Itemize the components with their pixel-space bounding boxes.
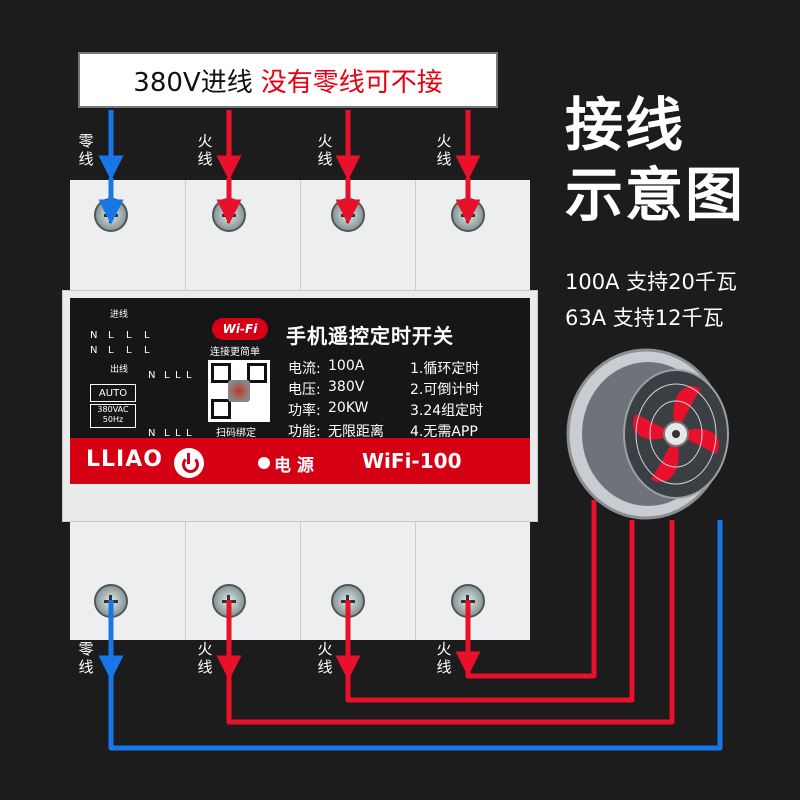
pole-out-l1: L — [108, 345, 114, 356]
title-line-2: 示意图 — [565, 161, 746, 229]
param-current-key: 电流: — [288, 361, 321, 377]
wifi-hint: 连接更简单 — [210, 347, 260, 358]
brand-logo: LLIAO — [86, 447, 163, 472]
param-current-value: 100A — [328, 358, 365, 374]
wire-label-bottom-neutral: 零线 — [78, 640, 94, 676]
spec-63a: 63A 支持12千瓦 — [565, 306, 724, 330]
panel-brand-strip — [70, 438, 530, 484]
wire-label-top-live-1: 火线 — [197, 132, 213, 168]
wire-label-top-live-3: 火线 — [436, 132, 452, 168]
terminal-screw-top-n — [94, 198, 128, 232]
wire-label-bottom-live-3: 火线 — [436, 640, 452, 676]
terminal-screw-bottom-l1 — [212, 584, 246, 618]
terminal-screw-bottom-l3 — [451, 584, 485, 618]
param-voltage-key: 电压: — [288, 382, 321, 398]
param-function-value: 无限距离 — [328, 424, 384, 440]
power-indicator-icon — [258, 457, 270, 469]
pole-out-n: N — [90, 345, 98, 356]
breaker-top-terminals — [70, 180, 530, 300]
spec-100a: 100A 支持20千瓦 — [565, 270, 737, 294]
incoming-line-label: 380V进线 没有零线可不接 — [78, 52, 498, 108]
title-line-1: 接线 — [565, 91, 686, 159]
qr-code — [208, 360, 270, 422]
switch-top-n: N — [148, 370, 156, 381]
panel-info-area — [70, 298, 530, 438]
switch-bottom-n: N — [148, 428, 156, 439]
feature-3: 3.24组定时 — [410, 403, 484, 419]
switch-top-l1: L — [164, 370, 170, 381]
switch-bottom-l1: L — [164, 428, 170, 439]
breaker-bottom-terminals — [70, 520, 530, 640]
exhaust-fan-icon — [566, 348, 729, 520]
switch-bottom-l3: L — [186, 428, 192, 439]
in-line-label: 进线 — [110, 310, 129, 320]
wire-label-bottom-live-2: 火线 — [317, 640, 333, 676]
pole-out-l3: L — [144, 345, 150, 356]
wifi-badge: Wi-Fi — [212, 318, 268, 340]
auto-mode-box: AUTO — [90, 384, 136, 402]
terminal-screw-bottom-n — [94, 584, 128, 618]
terminal-screw-bottom-l2 — [331, 584, 365, 618]
model-number: WiFi-100 — [362, 449, 462, 473]
scan-hint: 扫码绑定 — [216, 428, 256, 439]
incoming-voltage-text: 380V进线 — [133, 67, 253, 98]
pole-in-n: N — [90, 330, 98, 341]
feature-1: 1.循环定时 — [410, 361, 480, 377]
rated-voltage-box: 380VAC 50Hz — [90, 404, 136, 428]
wire-label-top-live-2: 火线 — [317, 132, 333, 168]
param-power-value: 20KW — [328, 400, 369, 416]
wire-label-bottom-live-1: 火线 — [197, 640, 213, 676]
terminal-screw-top-l3 — [451, 198, 485, 232]
switch-bottom-l2: L — [175, 428, 181, 439]
switch-top-l2: L — [175, 370, 181, 381]
out-line-label: 出线 — [110, 365, 129, 375]
param-voltage-value: 380V — [328, 379, 365, 395]
pole-in-l2: L — [126, 330, 132, 341]
product-title: 手机遥控定时开关 — [286, 324, 454, 348]
pole-out-l2: L — [126, 345, 132, 356]
pole-in-l3: L — [144, 330, 150, 341]
power-icon — [174, 448, 204, 478]
param-power-key: 功率: — [288, 403, 321, 419]
power-label: 电 源 — [274, 456, 314, 476]
wire-label-top-neutral: 零线 — [78, 132, 94, 168]
feature-4: 4.无需APP — [410, 424, 478, 440]
param-function-key: 功能: — [288, 424, 321, 440]
neutral-optional-note: 没有零线可不接 — [260, 67, 443, 98]
switch-top-l3: L — [186, 370, 192, 381]
pole-in-l1: L — [108, 330, 114, 341]
feature-2: 2.可倒计时 — [410, 382, 480, 398]
terminal-screw-top-l1 — [212, 198, 246, 232]
terminal-screw-top-l2 — [331, 198, 365, 232]
